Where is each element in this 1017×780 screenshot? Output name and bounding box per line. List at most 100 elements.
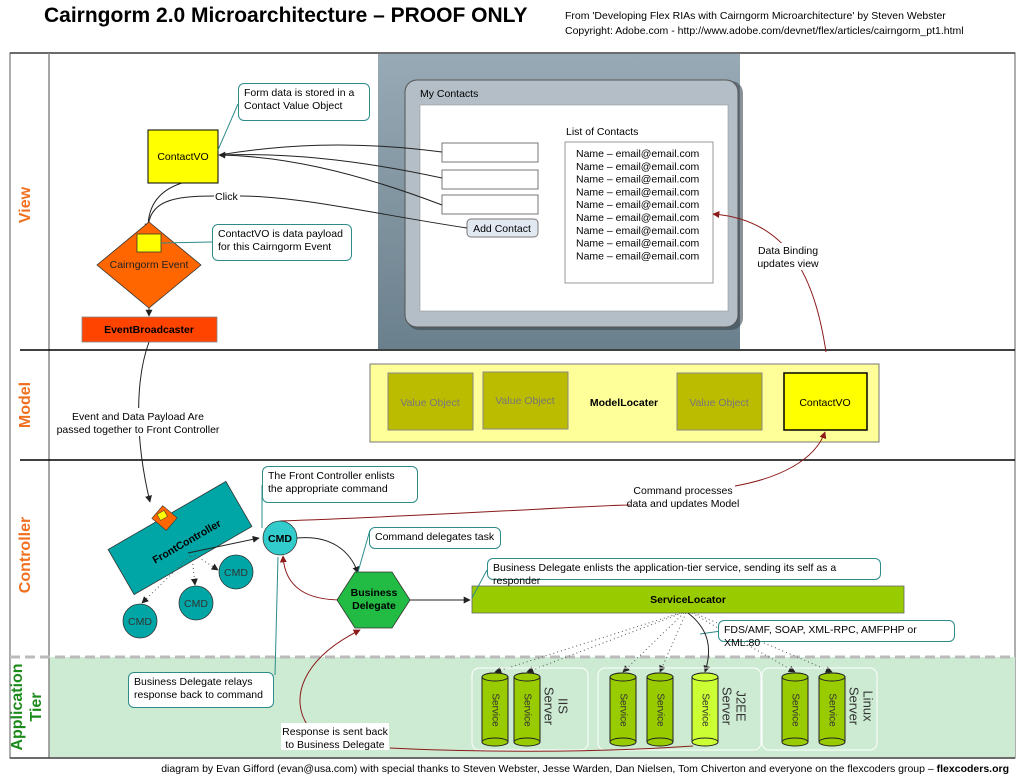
cmd-1[interactable] — [122, 603, 158, 639]
response-label-bg — [281, 723, 389, 750]
note-enlist-line-1: The Front Controller enlists — [268, 470, 395, 482]
value-object-2[interactable] — [482, 371, 569, 430]
server-group-box — [471, 667, 589, 751]
value-object-3[interactable] — [676, 372, 763, 431]
fc-to-cmd3-dotted — [194, 554, 219, 571]
service-cylinder-top — [646, 672, 674, 682]
service-cylinder-rim — [818, 737, 846, 743]
service-cylinder[interactable]: Service — [481, 672, 509, 747]
service-label: Service — [789, 693, 800, 727]
lane-label-app-tier-2: Tier — [28, 692, 45, 721]
service-label: Service — [654, 693, 665, 727]
server-name-line-2: Server — [542, 687, 557, 726]
service-cylinder-rim — [646, 737, 674, 743]
contact-list-item[interactable]: Name – email@email.com — [576, 212, 700, 224]
footer-credits: diagram by Evan Gifford (evan@usa.com) w… — [161, 763, 1009, 775]
note-protocols: FDS/AMF, SOAP, XML-RPC, AMFPHP or XML:80 — [718, 620, 955, 649]
note-payload-line-1: ContactVO is data payload — [218, 228, 343, 240]
response-line-1 — [389, 745, 694, 752]
event-payload-box — [136, 233, 162, 253]
service-cylinder[interactable]: Service — [609, 672, 637, 747]
vo-to-event-line — [147, 182, 183, 229]
contact-list-item[interactable]: Name – email@email.com — [576, 238, 700, 250]
cmd-to-bd-arrow — [296, 537, 360, 574]
value-object-1[interactable] — [387, 372, 474, 431]
event-note-line-2: passed together to Front Controller — [57, 424, 220, 436]
event-note-line-1: Event and Data Payload Are — [72, 411, 204, 423]
note-delegate-connector — [357, 529, 371, 573]
bd-to-cmd-arrow — [279, 555, 343, 601]
input2-to-vo-line — [218, 154, 443, 179]
note-bd-enlist-connector — [471, 569, 488, 599]
lookup-iis-1 — [494, 612, 681, 674]
business-delegate[interactable] — [336, 571, 411, 629]
contact-list-item[interactable]: Name – email@email.com — [576, 174, 700, 186]
service-cylinder-top — [609, 672, 637, 682]
data-binding-label-2: updates view — [757, 258, 819, 270]
service-locator[interactable] — [471, 585, 905, 614]
service-cylinder-active[interactable]: Service — [691, 672, 719, 747]
business-delegate-label-2: Delegate — [352, 600, 396, 612]
add-contact-button-label[interactable]: Add Contact — [473, 223, 531, 235]
contact-list-item[interactable]: Name – email@email.com — [576, 225, 700, 237]
lane-label-view: View — [17, 186, 34, 223]
cmd-main-label: CMD — [268, 533, 292, 545]
contact-list[interactable] — [564, 141, 714, 284]
cmd-processes-line-1: Command processes — [633, 485, 732, 497]
lane-label-model: Model — [17, 382, 34, 428]
note-form-data-line-2: Contact Value Object — [244, 100, 343, 112]
service-cylinder[interactable]: Service — [513, 672, 541, 747]
note-payload: ContactVO is data payload for this Cairn… — [212, 224, 352, 261]
contact-list-item[interactable]: Name – email@email.com — [576, 250, 700, 262]
cmd-2[interactable] — [178, 585, 214, 621]
service-cylinder-rim — [691, 737, 719, 743]
service-cylinder-rim — [481, 737, 509, 743]
service-cylinder[interactable]: Service — [646, 672, 674, 747]
service-label: Service — [699, 693, 710, 727]
lane-label-app-tier-1: Application — [9, 663, 26, 750]
data-binding-label-bg — [756, 243, 819, 270]
cmd-to-model-line-1 — [279, 504, 631, 522]
note-form-data-line-1: Form data is stored in a — [244, 87, 355, 99]
service-cylinder[interactable]: Service — [818, 672, 846, 747]
app-window-title: My Contacts — [420, 88, 478, 100]
service-locator-label: ServiceLocator — [650, 594, 726, 606]
service-cylinder-top — [481, 672, 509, 682]
service-cylinder-top — [513, 672, 541, 682]
contact-vo-model[interactable] — [783, 372, 868, 431]
note-payload-line-2: for this Cairngorm Event — [218, 241, 332, 253]
model-locator-label: ModelLocater — [590, 397, 658, 409]
cmd-3-label: CMD — [224, 567, 248, 579]
cmd-processes-line-2: data and updates Model — [627, 498, 740, 510]
service-cylinder-top — [781, 672, 809, 682]
form-input-1[interactable] — [441, 142, 539, 163]
fc-payload-icon — [156, 510, 168, 521]
fc-to-cmd-arrow — [187, 535, 260, 554]
service-cylinder-rim — [609, 737, 637, 743]
contact-list-item[interactable]: Name – email@email.com — [576, 199, 700, 211]
server-name-line-2: Server — [847, 687, 862, 726]
service-label: Service — [489, 693, 500, 727]
form-input-2[interactable] — [441, 169, 539, 190]
cmd-3[interactable] — [218, 554, 254, 590]
footer-site: flexcoders.org — [936, 763, 1009, 775]
source-line-2: Copyright: Adobe.com - http://www.adobe.… — [565, 25, 964, 37]
lookup-j2ee-3-active — [687, 612, 711, 673]
value-object-2-label: Value Object — [495, 395, 554, 407]
server-group-box — [761, 667, 878, 751]
add-contact-button[interactable]: Add Contact — [466, 218, 539, 238]
contact-list-item[interactable]: Name – email@email.com — [576, 186, 700, 198]
contact-vo-view[interactable] — [147, 129, 219, 184]
contact-list-item[interactable]: Name – email@email.com — [576, 148, 700, 160]
service-cylinder-rim — [513, 737, 541, 743]
service-cylinder[interactable]: Service — [781, 672, 809, 747]
server-name-line-2: Server — [720, 687, 735, 726]
contact-list-item[interactable]: Name – email@email.com — [576, 161, 700, 173]
note-form-data: Form data is stored in a Contact Value O… — [238, 83, 370, 121]
service-label: Service — [521, 693, 532, 727]
event-broadcaster[interactable] — [81, 316, 218, 343]
service-label: Service — [826, 693, 837, 727]
form-input-3[interactable] — [441, 194, 539, 215]
